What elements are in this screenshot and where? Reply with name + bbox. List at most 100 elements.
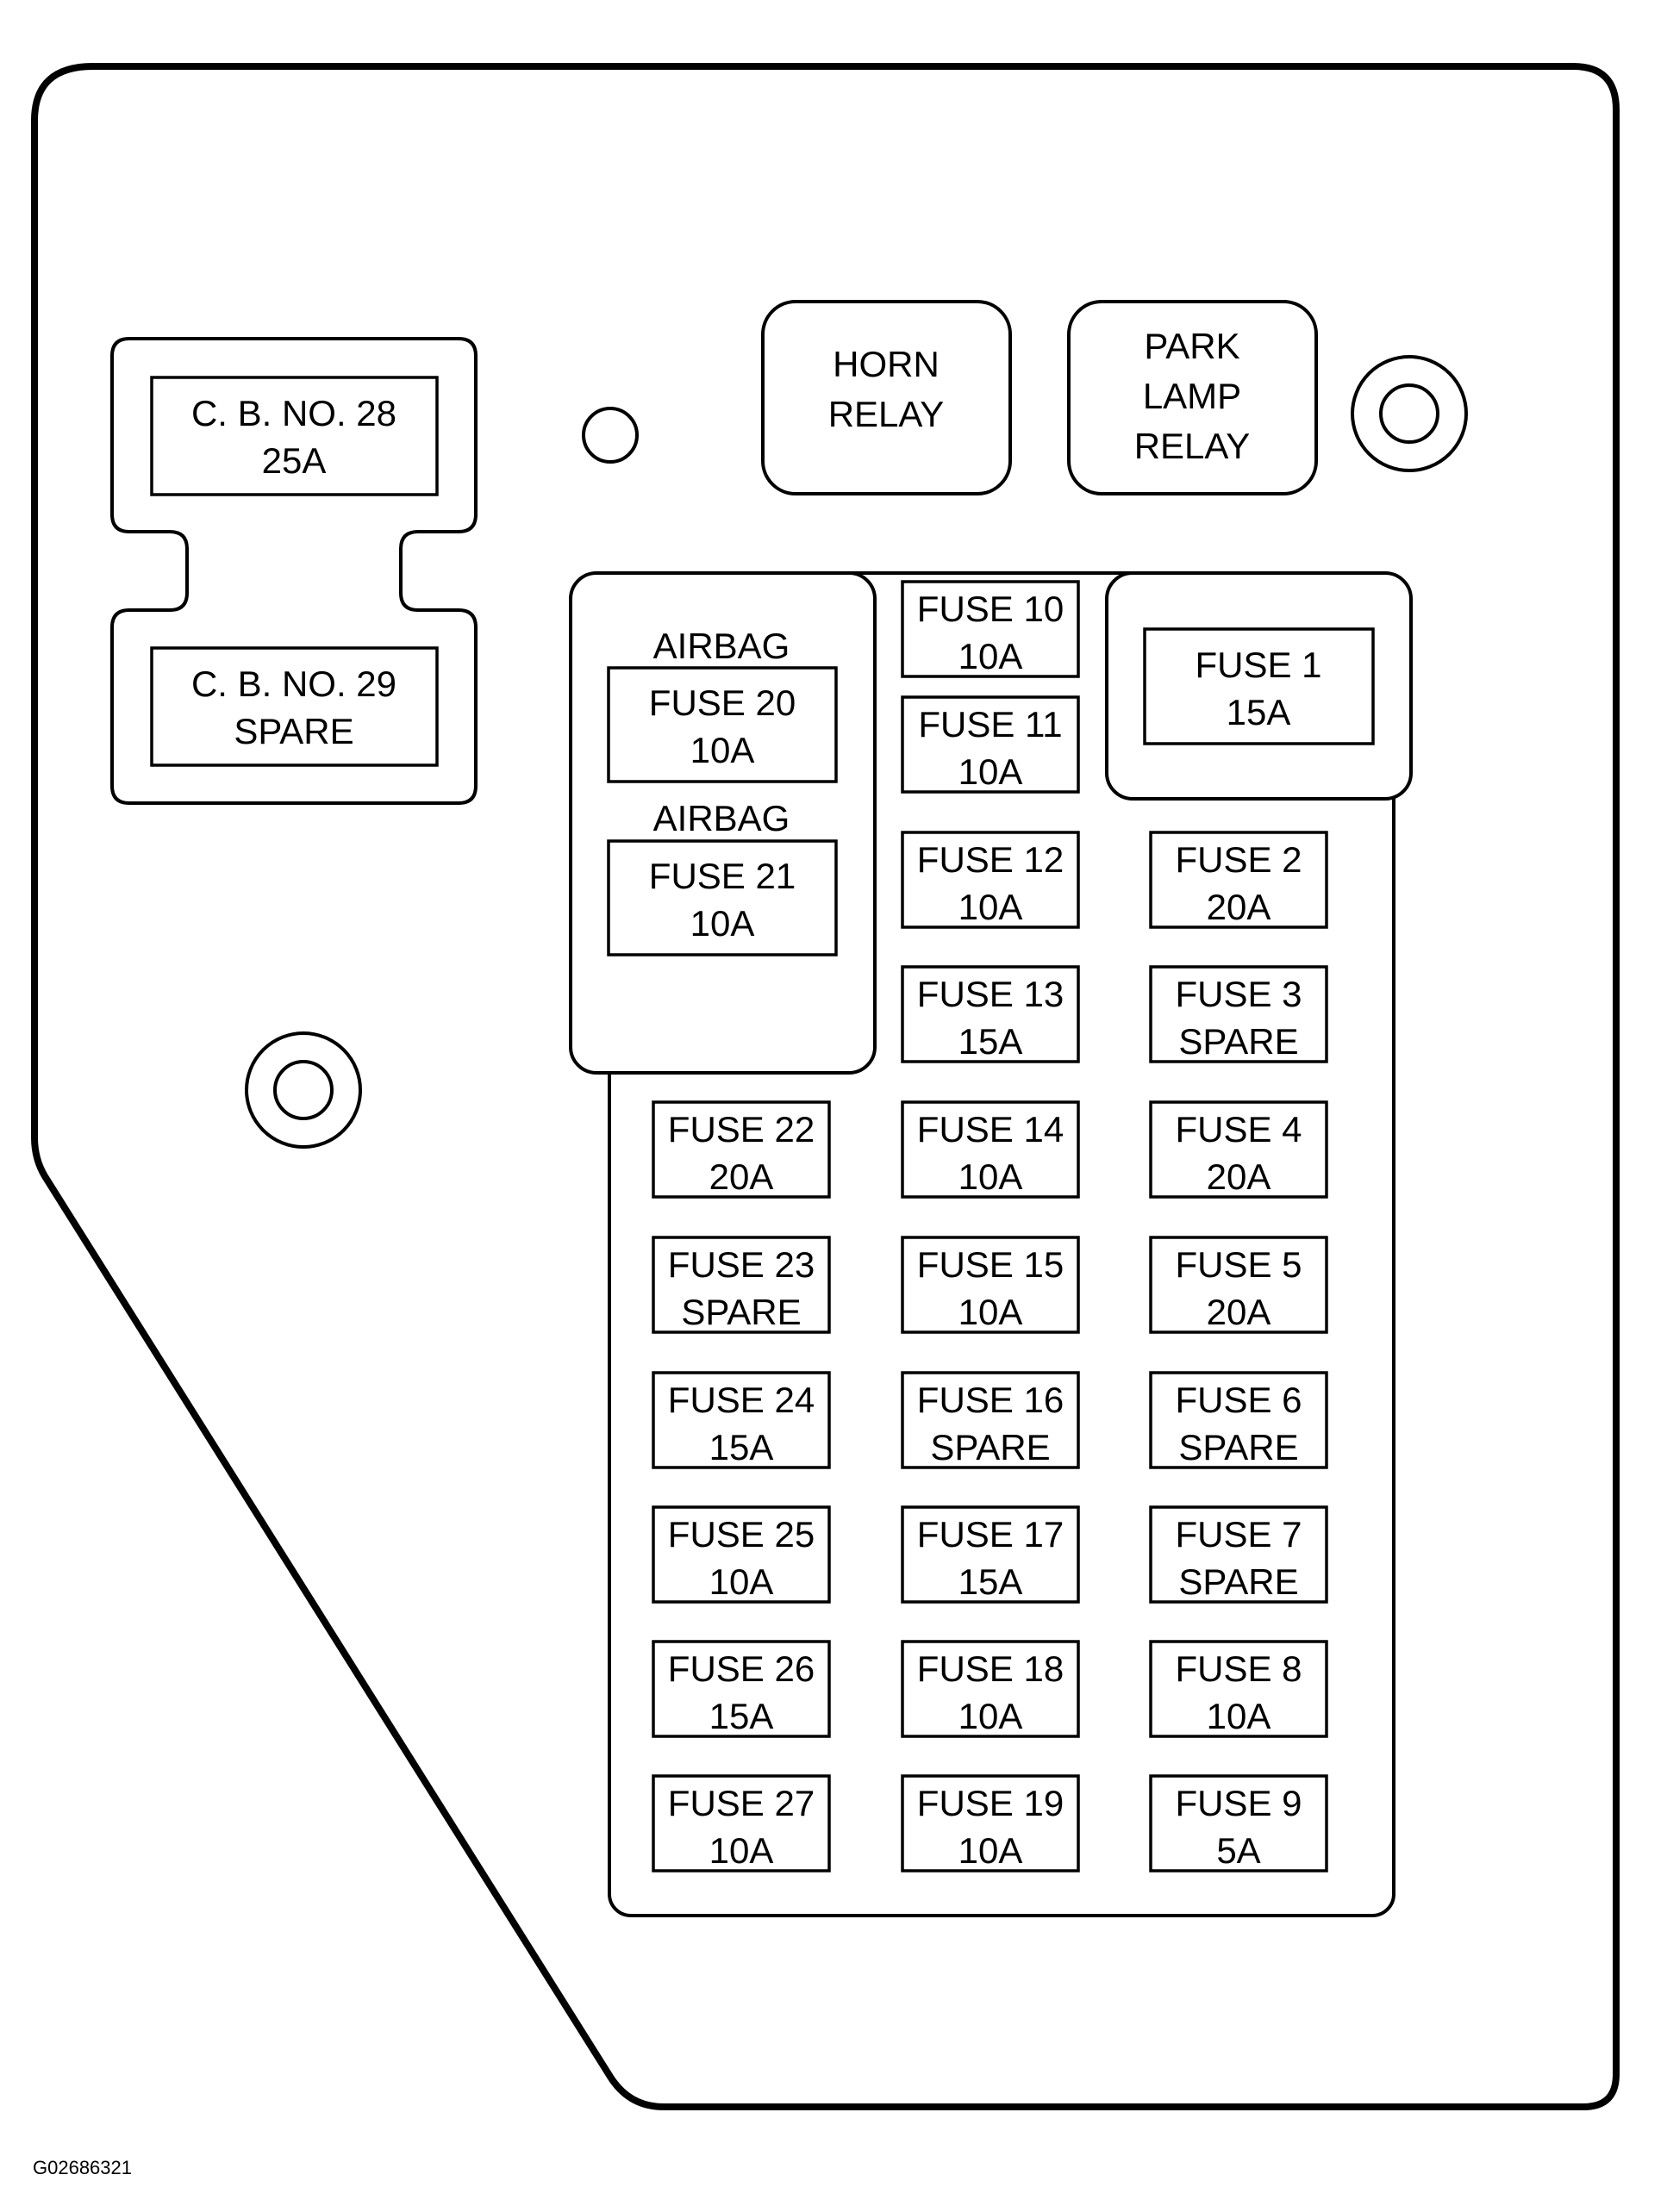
fuse-24-rating: 15A: [709, 1427, 774, 1467]
fuse-9: FUSE 9 5A: [1149, 1774, 1328, 1872]
fuse-10-name: FUSE 10: [917, 589, 1064, 629]
fuse-3-rating: SPARE: [1178, 1021, 1298, 1062]
mounting-hole-small: [582, 407, 639, 464]
fuse-16-rating: SPARE: [930, 1427, 1050, 1467]
fuse-12: FUSE 12 10A: [901, 831, 1080, 929]
fuse-11-rating: 10A: [958, 751, 1023, 792]
fuse-2: FUSE 2 20A: [1149, 831, 1328, 929]
fuse-1-rating: 15A: [1227, 692, 1291, 732]
fuse-6: FUSE 6 SPARE: [1149, 1371, 1328, 1469]
fuse-23: FUSE 23 SPARE: [652, 1236, 831, 1334]
fuse-13: FUSE 13 15A: [901, 965, 1080, 1063]
fuse-1: FUSE 1 15A: [1143, 627, 1375, 745]
fuse-4: FUSE 4 20A: [1149, 1100, 1328, 1199]
fuse-8-rating: 10A: [1207, 1696, 1271, 1736]
fuse-16: FUSE 16 SPARE: [901, 1371, 1080, 1469]
horn-relay: HORN RELAY: [761, 300, 1012, 495]
fuse-19-name: FUSE 19: [917, 1783, 1064, 1823]
fuse-23-name: FUSE 23: [668, 1244, 815, 1285]
fuse-27-rating: 10A: [709, 1830, 774, 1871]
fuse-6-rating: SPARE: [1178, 1427, 1298, 1467]
fuse-3: FUSE 3 SPARE: [1149, 965, 1328, 1063]
airbag-label-2: AIRBAG: [653, 798, 790, 838]
fuse-8-name: FUSE 8: [1175, 1648, 1302, 1689]
fuse-1-name: FUSE 1: [1195, 645, 1321, 685]
fuse-21: FUSE 21 10A: [607, 839, 838, 956]
breaker-29-name: C. B. NO. 29: [191, 664, 396, 704]
fuse-10: FUSE 10 10A: [901, 580, 1080, 678]
fuse-22-name: FUSE 22: [668, 1109, 815, 1150]
fuse-21-rating: 10A: [690, 903, 755, 944]
fuse-11: FUSE 11 10A: [901, 695, 1080, 794]
fuse-27-name: FUSE 27: [668, 1783, 815, 1823]
horn-relay-line-1: HORN: [833, 344, 940, 384]
fuse-27: FUSE 27 10A: [652, 1774, 831, 1872]
park-lamp-relay-line-2: LAMP: [1143, 376, 1241, 416]
fuse-15-rating: 10A: [958, 1292, 1023, 1332]
circuit-breaker-29: C. B. NO. 29 SPARE: [150, 646, 439, 767]
fuse-17-name: FUSE 17: [917, 1514, 1064, 1555]
fuse-13-name: FUSE 13: [917, 974, 1064, 1014]
fuse-19: FUSE 19 10A: [901, 1774, 1080, 1872]
fuse-14-rating: 10A: [958, 1156, 1023, 1197]
fuse-10-rating: 10A: [958, 636, 1023, 676]
fuse-20: FUSE 20 10A: [607, 666, 838, 783]
fuse-25-name: FUSE 25: [668, 1514, 815, 1555]
fuse-25: FUSE 25 10A: [652, 1505, 831, 1604]
fuse-24-name: FUSE 24: [668, 1380, 815, 1420]
fuse-22-rating: 20A: [709, 1156, 774, 1197]
fuse-20-name: FUSE 20: [649, 682, 796, 723]
fuse-8: FUSE 8 10A: [1149, 1640, 1328, 1738]
fuse-7-rating: SPARE: [1178, 1561, 1298, 1602]
fuse-7-name: FUSE 7: [1175, 1514, 1302, 1555]
fuse-20-rating: 10A: [690, 730, 755, 770]
fuse-5-rating: 20A: [1207, 1292, 1271, 1332]
fuse-24: FUSE 24 15A: [652, 1371, 831, 1469]
fuse-4-rating: 20A: [1207, 1156, 1271, 1197]
fuse-3-name: FUSE 3: [1175, 974, 1302, 1014]
breaker-29-rating: SPARE: [234, 711, 353, 751]
fuse-22: FUSE 22 20A: [652, 1100, 831, 1199]
fuse-12-rating: 10A: [958, 887, 1023, 927]
fuse-4-name: FUSE 4: [1175, 1109, 1302, 1150]
fuse-26-name: FUSE 26: [668, 1648, 815, 1689]
fuse-18-rating: 10A: [958, 1696, 1023, 1736]
fuse-18-name: FUSE 18: [917, 1648, 1064, 1689]
breaker-28-rating: 25A: [262, 440, 327, 481]
fuse-5-name: FUSE 5: [1175, 1244, 1302, 1285]
breaker-28-name: C. B. NO. 28: [191, 393, 396, 433]
fuse-17: FUSE 17 15A: [901, 1505, 1080, 1604]
fuse-23-rating: SPARE: [681, 1292, 801, 1332]
fuse-9-rating: 5A: [1216, 1830, 1260, 1871]
fuse-13-rating: 15A: [958, 1021, 1023, 1062]
mounting-hole-right: [1351, 355, 1468, 472]
fuse-14-name: FUSE 14: [917, 1109, 1064, 1150]
park-lamp-relay: PARK LAMP RELAY: [1067, 300, 1318, 495]
fuse-16-name: FUSE 16: [917, 1380, 1064, 1420]
fuse-15-name: FUSE 15: [917, 1244, 1064, 1285]
horn-relay-line-2: RELAY: [828, 394, 945, 434]
fuse-26: FUSE 26 15A: [652, 1640, 831, 1738]
fuse-26-rating: 15A: [709, 1696, 774, 1736]
image-id-caption: G02686321: [33, 2157, 132, 2178]
fuse-19-rating: 10A: [958, 1830, 1023, 1871]
fuse-11-name: FUSE 11: [918, 704, 1062, 745]
fuse-2-name: FUSE 2: [1175, 839, 1302, 880]
fuse-5: FUSE 5 20A: [1149, 1236, 1328, 1334]
fuse-14: FUSE 14 10A: [901, 1100, 1080, 1199]
panel-outline: [31, 63, 1620, 2110]
fuse-9-name: FUSE 9: [1175, 1783, 1302, 1823]
fuse-21-name: FUSE 21: [649, 856, 796, 896]
fuse-7: FUSE 7 SPARE: [1149, 1505, 1328, 1604]
park-lamp-relay-line-1: PARK: [1144, 326, 1239, 366]
park-lamp-relay-line-3: RELAY: [1134, 426, 1251, 466]
fuse-2-rating: 20A: [1207, 887, 1271, 927]
fuse-12-name: FUSE 12: [917, 839, 1064, 880]
airbag-label-1: AIRBAG: [653, 626, 790, 666]
fuse-18: FUSE 18 10A: [901, 1640, 1080, 1738]
fuse-17-rating: 15A: [958, 1561, 1023, 1602]
fuse-15: FUSE 15 10A: [901, 1236, 1080, 1334]
fuse-6-name: FUSE 6: [1175, 1380, 1302, 1420]
circuit-breaker-28: C. B. NO. 28 25A: [150, 376, 439, 496]
